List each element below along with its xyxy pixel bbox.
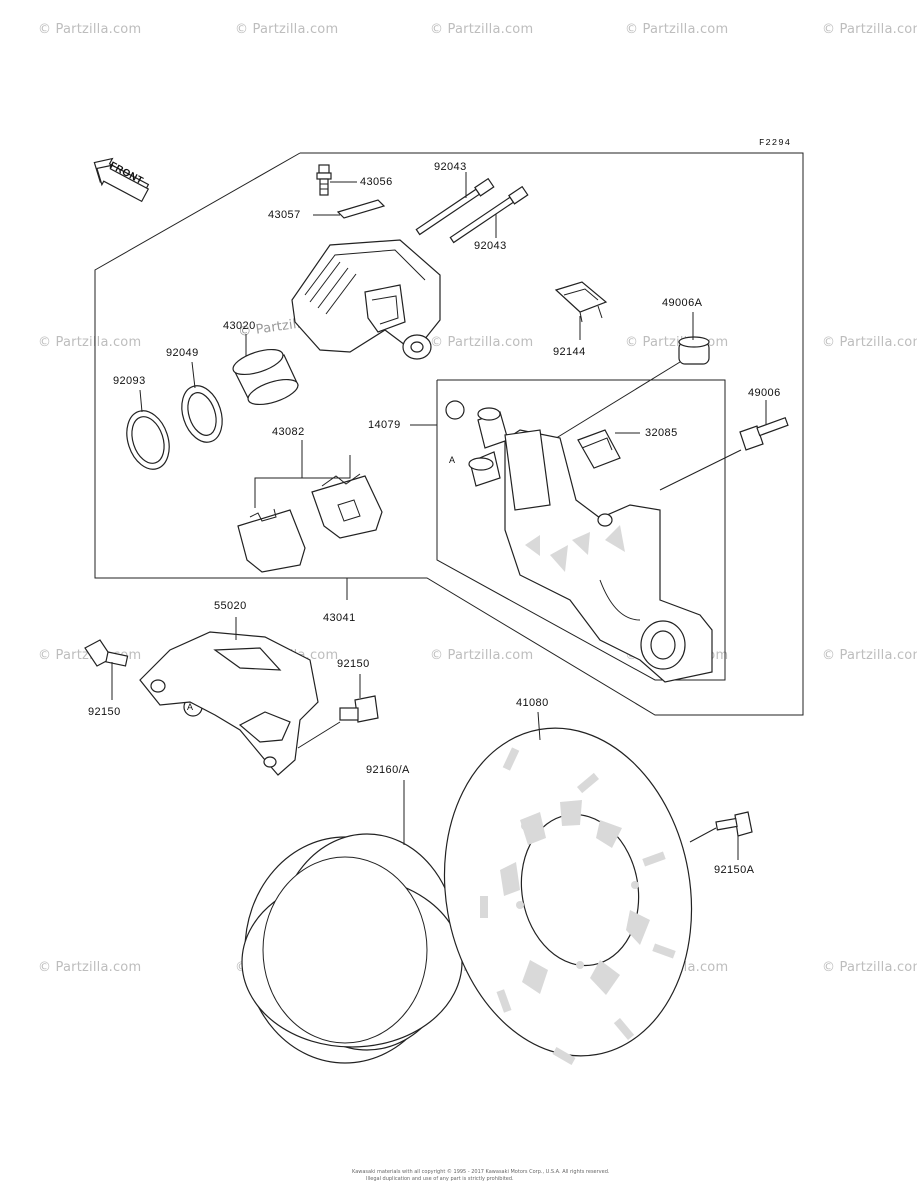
part-label-92160A[interactable]: 92160/A	[366, 764, 410, 776]
watermark: © Partzilla.com	[38, 960, 142, 975]
part-label-43082[interactable]: 43082	[272, 426, 305, 438]
brake-shim	[577, 429, 621, 469]
watermark: © Partzilla.com	[822, 335, 917, 350]
part-label-41080[interactable]: 41080	[516, 697, 549, 709]
copyright-line: Kawasaki materials with all copyright © …	[352, 1169, 610, 1175]
part-label-49006A[interactable]: 49006A	[662, 297, 703, 309]
part-label-92144[interactable]: 92144	[553, 346, 586, 358]
disc-screw	[715, 811, 753, 837]
part-label-43020[interactable]: 43020	[223, 320, 256, 332]
brake-disc	[443, 727, 693, 1065]
watermark: © Partzilla.com	[38, 22, 142, 37]
caliper-bracket	[468, 407, 713, 683]
watermark: © Partzilla.com	[625, 22, 729, 37]
part-label-92093[interactable]: 92093	[113, 375, 146, 387]
slide-pin-2	[449, 185, 529, 244]
watermark: © Partzilla.com	[430, 22, 534, 37]
bracket-bolt-left	[84, 639, 129, 667]
part-label-32085[interactable]: 32085	[645, 427, 678, 439]
caliper-body	[291, 239, 441, 360]
pad-spring	[554, 281, 608, 323]
watermark: © Partzilla.com	[38, 335, 142, 350]
part-label-14079[interactable]: 14079	[368, 419, 401, 431]
part-label-43056[interactable]: 43056	[360, 176, 393, 188]
bleed-valve	[316, 164, 332, 196]
slide-pin-1	[415, 177, 495, 236]
part-label-43041[interactable]: 43041	[323, 612, 356, 624]
copyright-line: Illegal duplication and use of any part …	[366, 1176, 514, 1182]
part-label-92043[interactable]: 92043	[474, 240, 507, 252]
callout-a-label: A	[187, 702, 194, 712]
dust-seal	[126, 410, 170, 470]
brake-pad-1	[237, 508, 306, 573]
brake-pad-2	[311, 473, 383, 539]
watermark: © Partzilla.com	[822, 960, 917, 975]
watermark: © Partzilla.com	[822, 648, 917, 663]
part-label-92150[interactable]: 92150	[88, 706, 121, 718]
watermark: © Partzilla.com	[822, 22, 917, 37]
part-label-92043[interactable]: 92043	[434, 161, 467, 173]
part-label-49006[interactable]: 49006	[748, 387, 781, 399]
mounting-bracket	[139, 631, 319, 776]
part-label-92150A[interactable]: 92150A	[714, 864, 755, 876]
part-label-43057[interactable]: 43057	[268, 209, 301, 221]
piston-seal	[181, 385, 223, 443]
watermark: © Partzilla.com	[235, 22, 339, 37]
callout-a-label: A	[449, 455, 456, 465]
watermark: © Partzilla.com	[430, 648, 534, 663]
assembly-outline	[94, 152, 804, 716]
part-label-92049[interactable]: 92049	[166, 347, 199, 359]
rubber-boot	[678, 336, 710, 365]
part-label-55020[interactable]: 55020	[214, 600, 247, 612]
bracket-bolt-right	[339, 695, 379, 723]
tire-ring	[241, 833, 463, 1064]
front-arrow-icon	[93, 157, 150, 203]
valve-cap	[336, 199, 386, 219]
part-label-92150[interactable]: 92150	[337, 658, 370, 670]
watermark: © Partzilla.com	[430, 335, 534, 350]
bracket-subassembly-outline	[436, 379, 726, 681]
callout-a-circle-1	[445, 400, 465, 420]
figure-code: F2294	[759, 138, 792, 148]
bracket-bolt	[739, 416, 789, 451]
caliper-piston	[232, 348, 299, 406]
